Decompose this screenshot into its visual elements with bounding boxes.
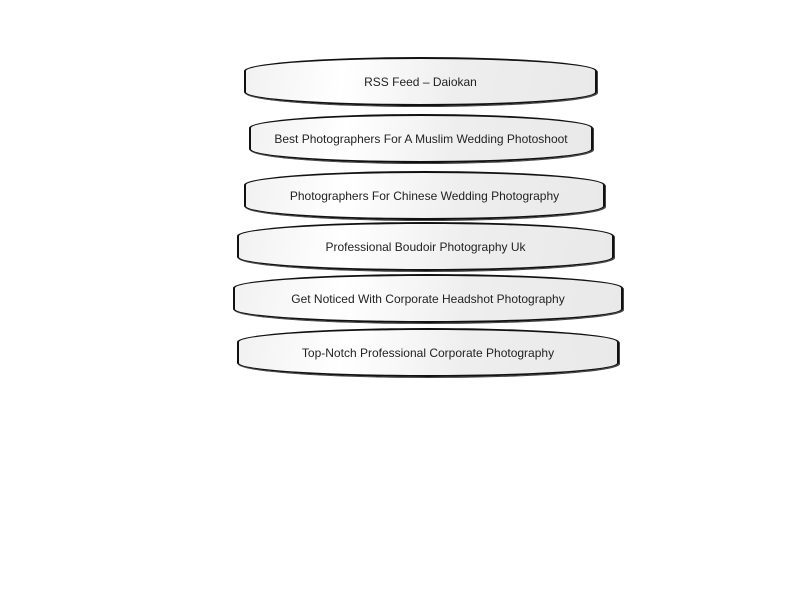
- rss-feed-button[interactable]: RSS Feed – Daiokan: [244, 57, 597, 106]
- muslim-wedding-photoshoot-button-label: Best Photographers For A Muslim Wedding …: [274, 131, 568, 146]
- boudoir-photography-button-label: Professional Boudoir Photography Uk: [325, 239, 526, 254]
- chinese-wedding-photography-button[interactable]: Photographers For Chinese Wedding Photog…: [244, 171, 605, 220]
- chinese-wedding-photography-button-label: Photographers For Chinese Wedding Photog…: [289, 188, 560, 203]
- corporate-headshot-photography-button-label: Get Noticed With Corporate Headshot Phot…: [291, 291, 565, 306]
- corporate-photography-button[interactable]: Top-Notch Professional Corporate Photogr…: [237, 328, 619, 377]
- muslim-wedding-photoshoot-button[interactable]: Best Photographers For A Muslim Wedding …: [249, 114, 593, 163]
- corporate-photography-button-label: Top-Notch Professional Corporate Photogr…: [301, 345, 555, 360]
- rss-feed-button-label: RSS Feed – Daiokan: [364, 74, 477, 89]
- boudoir-photography-button[interactable]: Professional Boudoir Photography Uk: [237, 222, 614, 271]
- corporate-headshot-photography-button[interactable]: Get Noticed With Corporate Headshot Phot…: [233, 274, 623, 323]
